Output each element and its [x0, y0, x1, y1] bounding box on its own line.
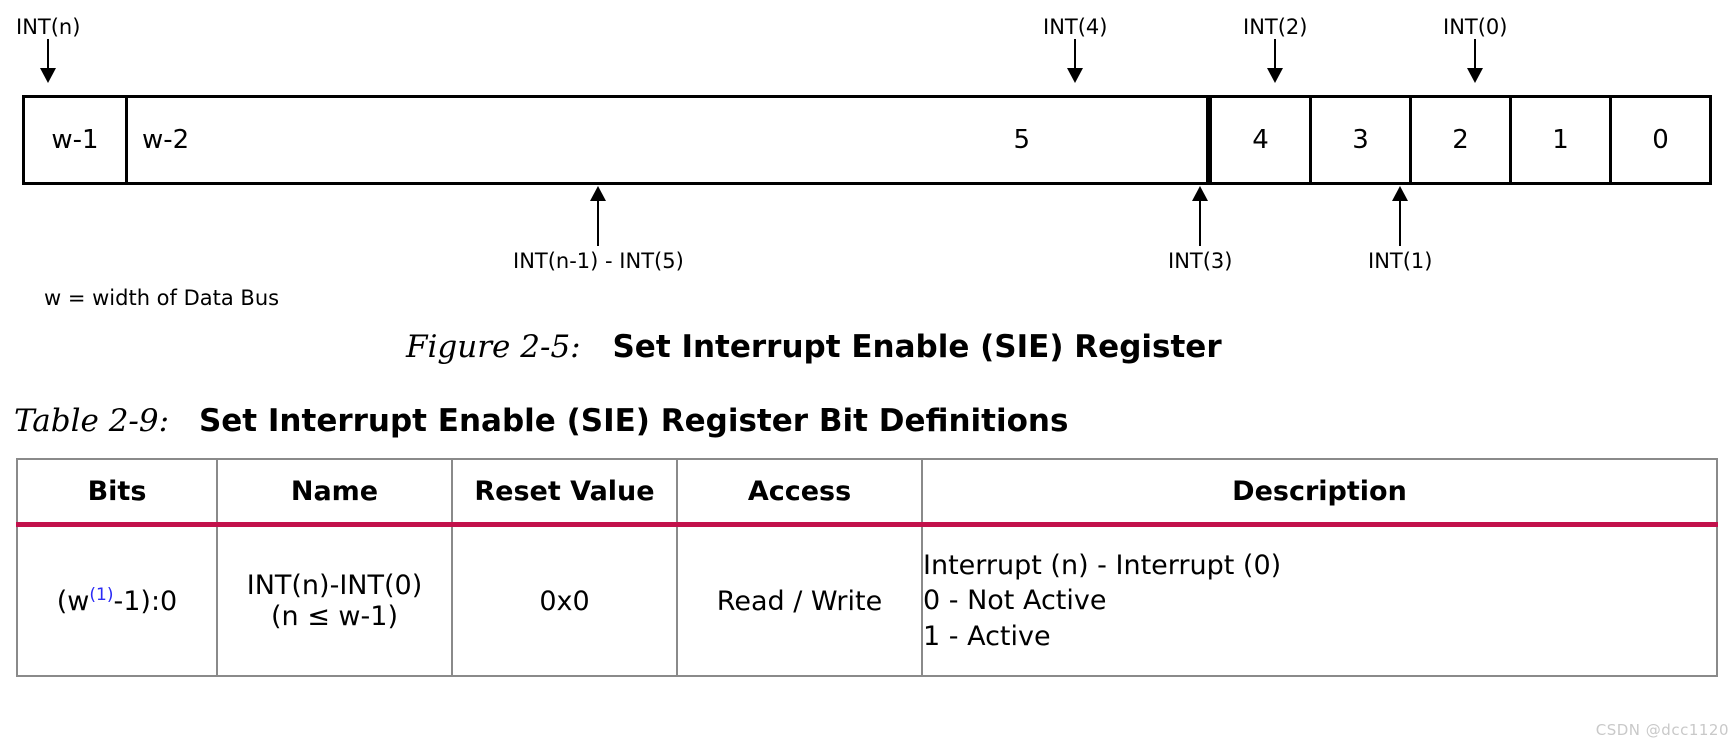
cell-description: Interrupt (n) - Interrupt (0) 0 - Not Ac…	[921, 523, 1718, 677]
callout-int-2: INT(2)	[1243, 15, 1308, 84]
callout-int-1: INT(1)	[1368, 186, 1432, 273]
cell-reset-value: 0x0	[451, 523, 678, 677]
callout-label: INT(2)	[1243, 15, 1308, 39]
callout-arrowhead	[590, 186, 607, 201]
table-caption-title: Set Interrupt Enable (SIE) Register Bit …	[198, 403, 1069, 439]
register-cell-label: 5	[1013, 125, 1030, 155]
register-cell-w-1: w-1	[25, 98, 125, 182]
description-line: 1 - Active	[923, 620, 1051, 652]
table-row: (w(1)-1):0 INT(n)-INT(0) (n ≤ w-1) 0x0 R…	[16, 523, 1718, 677]
register-cell-label: 4	[1252, 125, 1269, 155]
callout-label: INT(4)	[1043, 15, 1108, 39]
callout-arrowhead	[40, 68, 57, 84]
data-bus-width-note: w = width of Data Bus	[44, 286, 280, 310]
cell-bits: (w(1)-1):0	[16, 523, 218, 677]
register-figure: INT(n) INT(4) INT(2) INT(0) w-1 w-2 4 3	[0, 0, 1735, 330]
register-cell-2: 2	[1409, 98, 1509, 182]
callout-int-n1-int5: INT(n-1) - INT(5)	[513, 186, 684, 273]
column-header-bits: Bits	[16, 458, 218, 527]
callout-stem	[1474, 39, 1477, 70]
callout-label: INT(n-1) - INT(5)	[513, 249, 684, 273]
callout-arrowhead	[1467, 68, 1484, 84]
callout-int-n: INT(n)	[16, 15, 81, 84]
callout-stem	[1074, 39, 1077, 70]
name-value: INT(n)-INT(0)	[246, 570, 423, 601]
table-header-row: Bits Name Reset Value Access Description	[16, 458, 1718, 527]
cell-access: Read / Write	[676, 523, 923, 677]
register-cell-3: 3	[1309, 98, 1409, 182]
figure-caption-title: Set Interrupt Enable (SIE) Register	[612, 329, 1222, 365]
register-cell-1: 1	[1509, 98, 1609, 182]
callout-label: INT(3)	[1168, 249, 1233, 273]
callout-stem	[1399, 200, 1402, 246]
description-line: 0 - Not Active	[923, 585, 1107, 617]
callout-arrowhead	[1192, 186, 1209, 201]
register-cell-5-label: 5	[960, 95, 1030, 185]
table-caption: Table 2-9: Set Interrupt Enable (SIE) Re…	[14, 403, 1068, 439]
bits-value-suffix: -1):0	[113, 586, 178, 617]
figure-caption-id: Figure 2-5:	[406, 329, 581, 365]
register-cell-w-2: w-2	[125, 98, 1206, 182]
column-header-access: Access	[676, 458, 923, 527]
register-cell-label: 1	[1552, 125, 1569, 155]
register-cell-label: w-2	[142, 125, 190, 155]
callout-arrowhead	[1392, 186, 1409, 201]
register-cell-label: w-1	[51, 125, 99, 155]
bits-value-prefix: (w	[56, 586, 90, 617]
column-header-reset-value: Reset Value	[451, 458, 678, 527]
callout-label: INT(n)	[16, 15, 81, 39]
register-cell-label: 2	[1452, 125, 1469, 155]
callout-arrowhead	[1067, 68, 1084, 84]
description-line: Interrupt (n) - Interrupt (0)	[923, 549, 1282, 581]
table-caption-id: Table 2-9:	[14, 403, 170, 439]
callout-int-4: INT(4)	[1043, 15, 1108, 84]
register-cell-label: 0	[1652, 125, 1669, 155]
callout-int-3: INT(3)	[1168, 186, 1232, 273]
figure-caption: Figure 2-5: Set Interrupt Enable (SIE) R…	[406, 329, 1222, 365]
watermark: CSDN @dcc1120	[1595, 721, 1729, 739]
register-cell-label: 3	[1352, 125, 1369, 155]
register-cell-4: 4	[1209, 98, 1309, 182]
register-cell-0: 0	[1609, 98, 1709, 182]
callout-label: INT(0)	[1443, 15, 1508, 39]
column-header-description: Description	[921, 458, 1718, 527]
name-constraint: (n ≤ w-1)	[271, 601, 398, 632]
callout-arrowhead	[1267, 68, 1284, 84]
bit-definitions-table: Bits Name Reset Value Access Description…	[16, 458, 1718, 677]
footnote-marker: (1)	[89, 585, 114, 605]
callout-stem	[47, 39, 50, 70]
callout-int-0: INT(0)	[1443, 15, 1508, 84]
register-cell-5	[1206, 98, 1209, 182]
callout-stem	[1274, 39, 1277, 70]
cell-name: INT(n)-INT(0) (n ≤ w-1)	[216, 523, 453, 677]
callout-label: INT(1)	[1368, 249, 1433, 273]
column-header-name: Name	[216, 458, 453, 527]
callout-stem	[597, 200, 600, 246]
callout-stem	[1199, 200, 1202, 246]
register-bitfield: w-1 w-2 4 3 2 1 0	[22, 95, 1712, 185]
